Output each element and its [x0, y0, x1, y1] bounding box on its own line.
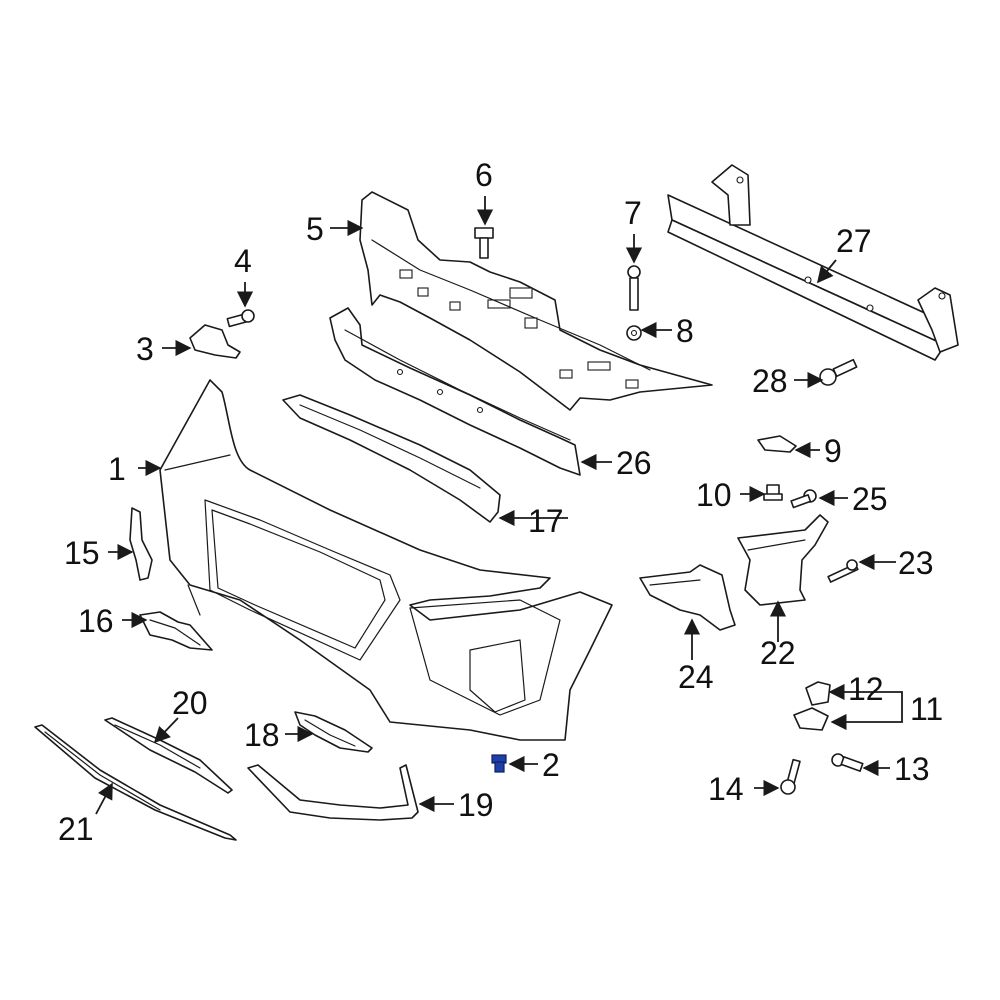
part-19-lower-trim[interactable] [247, 764, 419, 821]
part-28-bolt[interactable] [819, 358, 858, 386]
callout-24: 24 [678, 659, 714, 695]
callout-19: 19 [458, 787, 494, 823]
callout-1: 1 [108, 451, 126, 487]
callout-21: 21 [58, 811, 94, 847]
callout-22: 22 [760, 635, 796, 671]
part-18-grille-insert[interactable] [294, 711, 373, 753]
callout-17: 17 [528, 503, 564, 539]
part-6-bolt[interactable] [474, 227, 494, 259]
callout-10: 10 [696, 477, 732, 513]
callout-5: 5 [306, 211, 324, 247]
callout-labels: 1 2 3 4 5 6 7 8 9 10 11 12 13 14 15 16 1… [58, 157, 943, 847]
callout-12: 12 [848, 671, 884, 707]
callout-28: 28 [752, 363, 788, 399]
part-24-bracket[interactable] [639, 564, 736, 631]
callout-11: 11 [910, 691, 943, 727]
part-17-lower-absorber[interactable] [282, 394, 501, 523]
part-15-side-bracket[interactable] [129, 507, 153, 581]
callout-8: 8 [676, 313, 694, 349]
callout-3: 3 [136, 331, 154, 367]
callout-13: 13 [894, 751, 930, 787]
callout-26: 26 [616, 445, 652, 481]
callout-4: 4 [234, 243, 252, 279]
callout-20: 20 [172, 685, 208, 721]
leader-arrows [95, 196, 903, 815]
part-23-pin[interactable] [827, 559, 859, 583]
part-22-side-bracket[interactable] [737, 514, 829, 606]
callout-14: 14 [708, 771, 744, 807]
callout-7: 7 [624, 195, 642, 231]
callout-18: 18 [244, 717, 280, 753]
part-4-screw[interactable] [226, 309, 255, 328]
part-25-screw[interactable] [790, 489, 817, 509]
callout-15: 15 [64, 535, 100, 571]
part-11-clip[interactable] [793, 707, 829, 731]
part-16-emblem[interactable] [139, 611, 213, 651]
callout-9: 9 [824, 433, 842, 469]
part-3-bracket[interactable] [189, 324, 241, 359]
part-7-long-bolt[interactable] [627, 265, 641, 311]
part-14-bolt[interactable] [780, 758, 801, 795]
callout-2: 2 [542, 747, 560, 783]
callout-25: 25 [852, 481, 888, 517]
part-10-screw[interactable] [763, 484, 783, 501]
part-26-energy-absorber[interactable] [329, 307, 581, 476]
part-21-strip[interactable] [34, 724, 237, 841]
callout-6: 6 [475, 157, 493, 193]
part-9-clip[interactable] [757, 435, 797, 453]
part-27-reinforcement-bar[interactable] [667, 164, 959, 361]
part-2-fastener-highlighted[interactable] [491, 754, 507, 773]
part-12-clip[interactable] [805, 681, 831, 706]
part-5-upper-bracket[interactable] [359, 191, 713, 411]
part-1-bumper-cover[interactable] [159, 379, 613, 741]
part-8-nut[interactable] [626, 325, 642, 341]
part-13-bolt[interactable] [831, 753, 864, 772]
callout-27: 27 [836, 223, 872, 259]
callout-23: 23 [898, 545, 934, 581]
part-20-strip[interactable] [104, 717, 233, 794]
callout-16: 16 [78, 603, 114, 639]
